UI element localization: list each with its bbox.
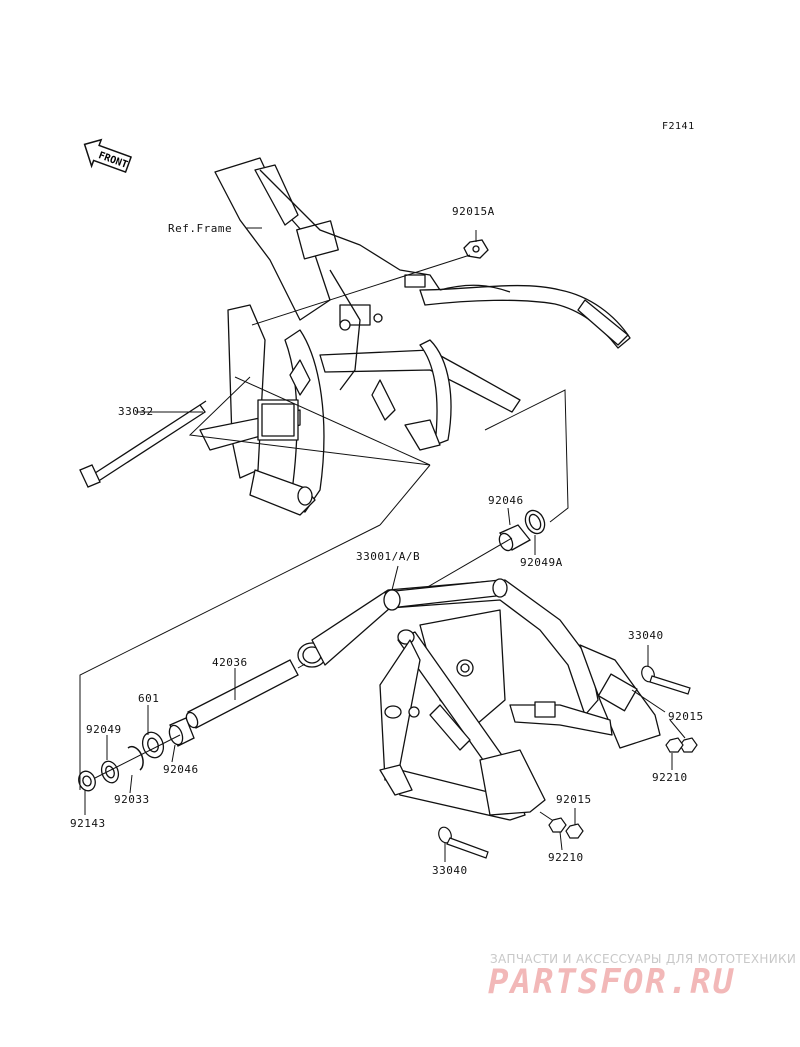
part-label-92015a: 92015A (452, 205, 495, 218)
part-label-33032: 33032 (118, 405, 154, 418)
bearing-601 (141, 731, 165, 759)
watermark-tagline: ЗАПЧАСТИ И АКСЕССУАРЫ ДЛЯ МОТОТЕХНИКИ (490, 952, 797, 966)
diagram-code: F2141 (662, 121, 695, 132)
adjuster-bolt-33040-bottom (438, 826, 489, 859)
frame-drawing (199, 157, 631, 516)
cap-92143 (78, 770, 96, 792)
part-label-92049: 92049 (86, 723, 122, 736)
axle-shaft-33032 (79, 400, 207, 488)
reference-lines (79, 464, 431, 790)
part-label-42036: 42036 (212, 656, 248, 669)
part-label-92210-bottom: 92210 (548, 851, 584, 864)
seal-92049 (100, 760, 120, 784)
part-label-33001: 33001/A/B (356, 550, 421, 563)
part-label-92143: 92143 (70, 817, 106, 830)
adjuster-bolt-33040-right (641, 665, 691, 695)
watermark-logo: PARTSFOR.RU (488, 962, 736, 1002)
part-label-92033: 92033 (114, 793, 150, 806)
part-label-92046-top: 92046 (488, 494, 524, 507)
part-label-92015-right: 92015 (668, 710, 704, 723)
nut-92015a (463, 239, 489, 259)
part-label-92049a: 92049A (520, 556, 563, 569)
collar-92046-top (498, 524, 531, 552)
frame-outline (188, 376, 569, 523)
pivot-sleeve-42036 (185, 659, 299, 729)
part-label-92015-bottom: 92015 (556, 793, 592, 806)
nut-92210-right (665, 737, 684, 753)
collar-92046-bottom (168, 717, 195, 747)
part-label-92210-right: 92210 (652, 771, 688, 784)
ref-frame-label: Ref.Frame (168, 222, 233, 235)
nut-92015-bottom (565, 823, 584, 839)
part-label-33040-bottom: 33040 (432, 864, 468, 877)
part-label-92046-bottom: 92046 (163, 763, 199, 776)
part-label-33040-right: 33040 (628, 629, 664, 642)
part-label-601: 601 (138, 692, 160, 705)
nut-92210-bottom (548, 817, 567, 833)
swing-arm-drawing (297, 578, 661, 821)
leader-lines (84, 227, 686, 862)
front-arrow-icon: FRONT (83, 138, 133, 174)
seal-92049a (524, 509, 546, 535)
circlip-92033 (127, 745, 144, 771)
